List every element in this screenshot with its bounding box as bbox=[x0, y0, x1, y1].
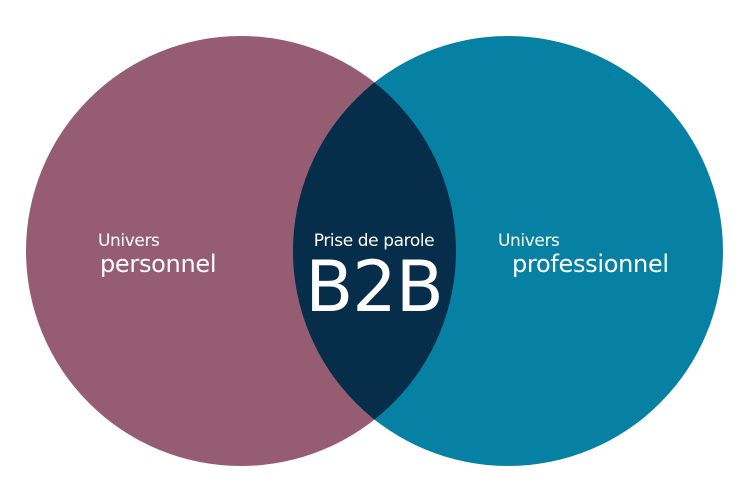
intersection-area bbox=[293, 36, 456, 466]
left-circle-label-line2: personnel bbox=[100, 250, 217, 278]
left-circle-label-line1: Univers bbox=[98, 231, 160, 251]
right-circle-label-line2: professionnel bbox=[512, 250, 669, 278]
intersection-label-line2: B2B bbox=[305, 246, 444, 328]
intersection-label-line1: Prise de parole bbox=[313, 231, 435, 251]
right-circle-label-line1: Univers bbox=[498, 231, 560, 251]
